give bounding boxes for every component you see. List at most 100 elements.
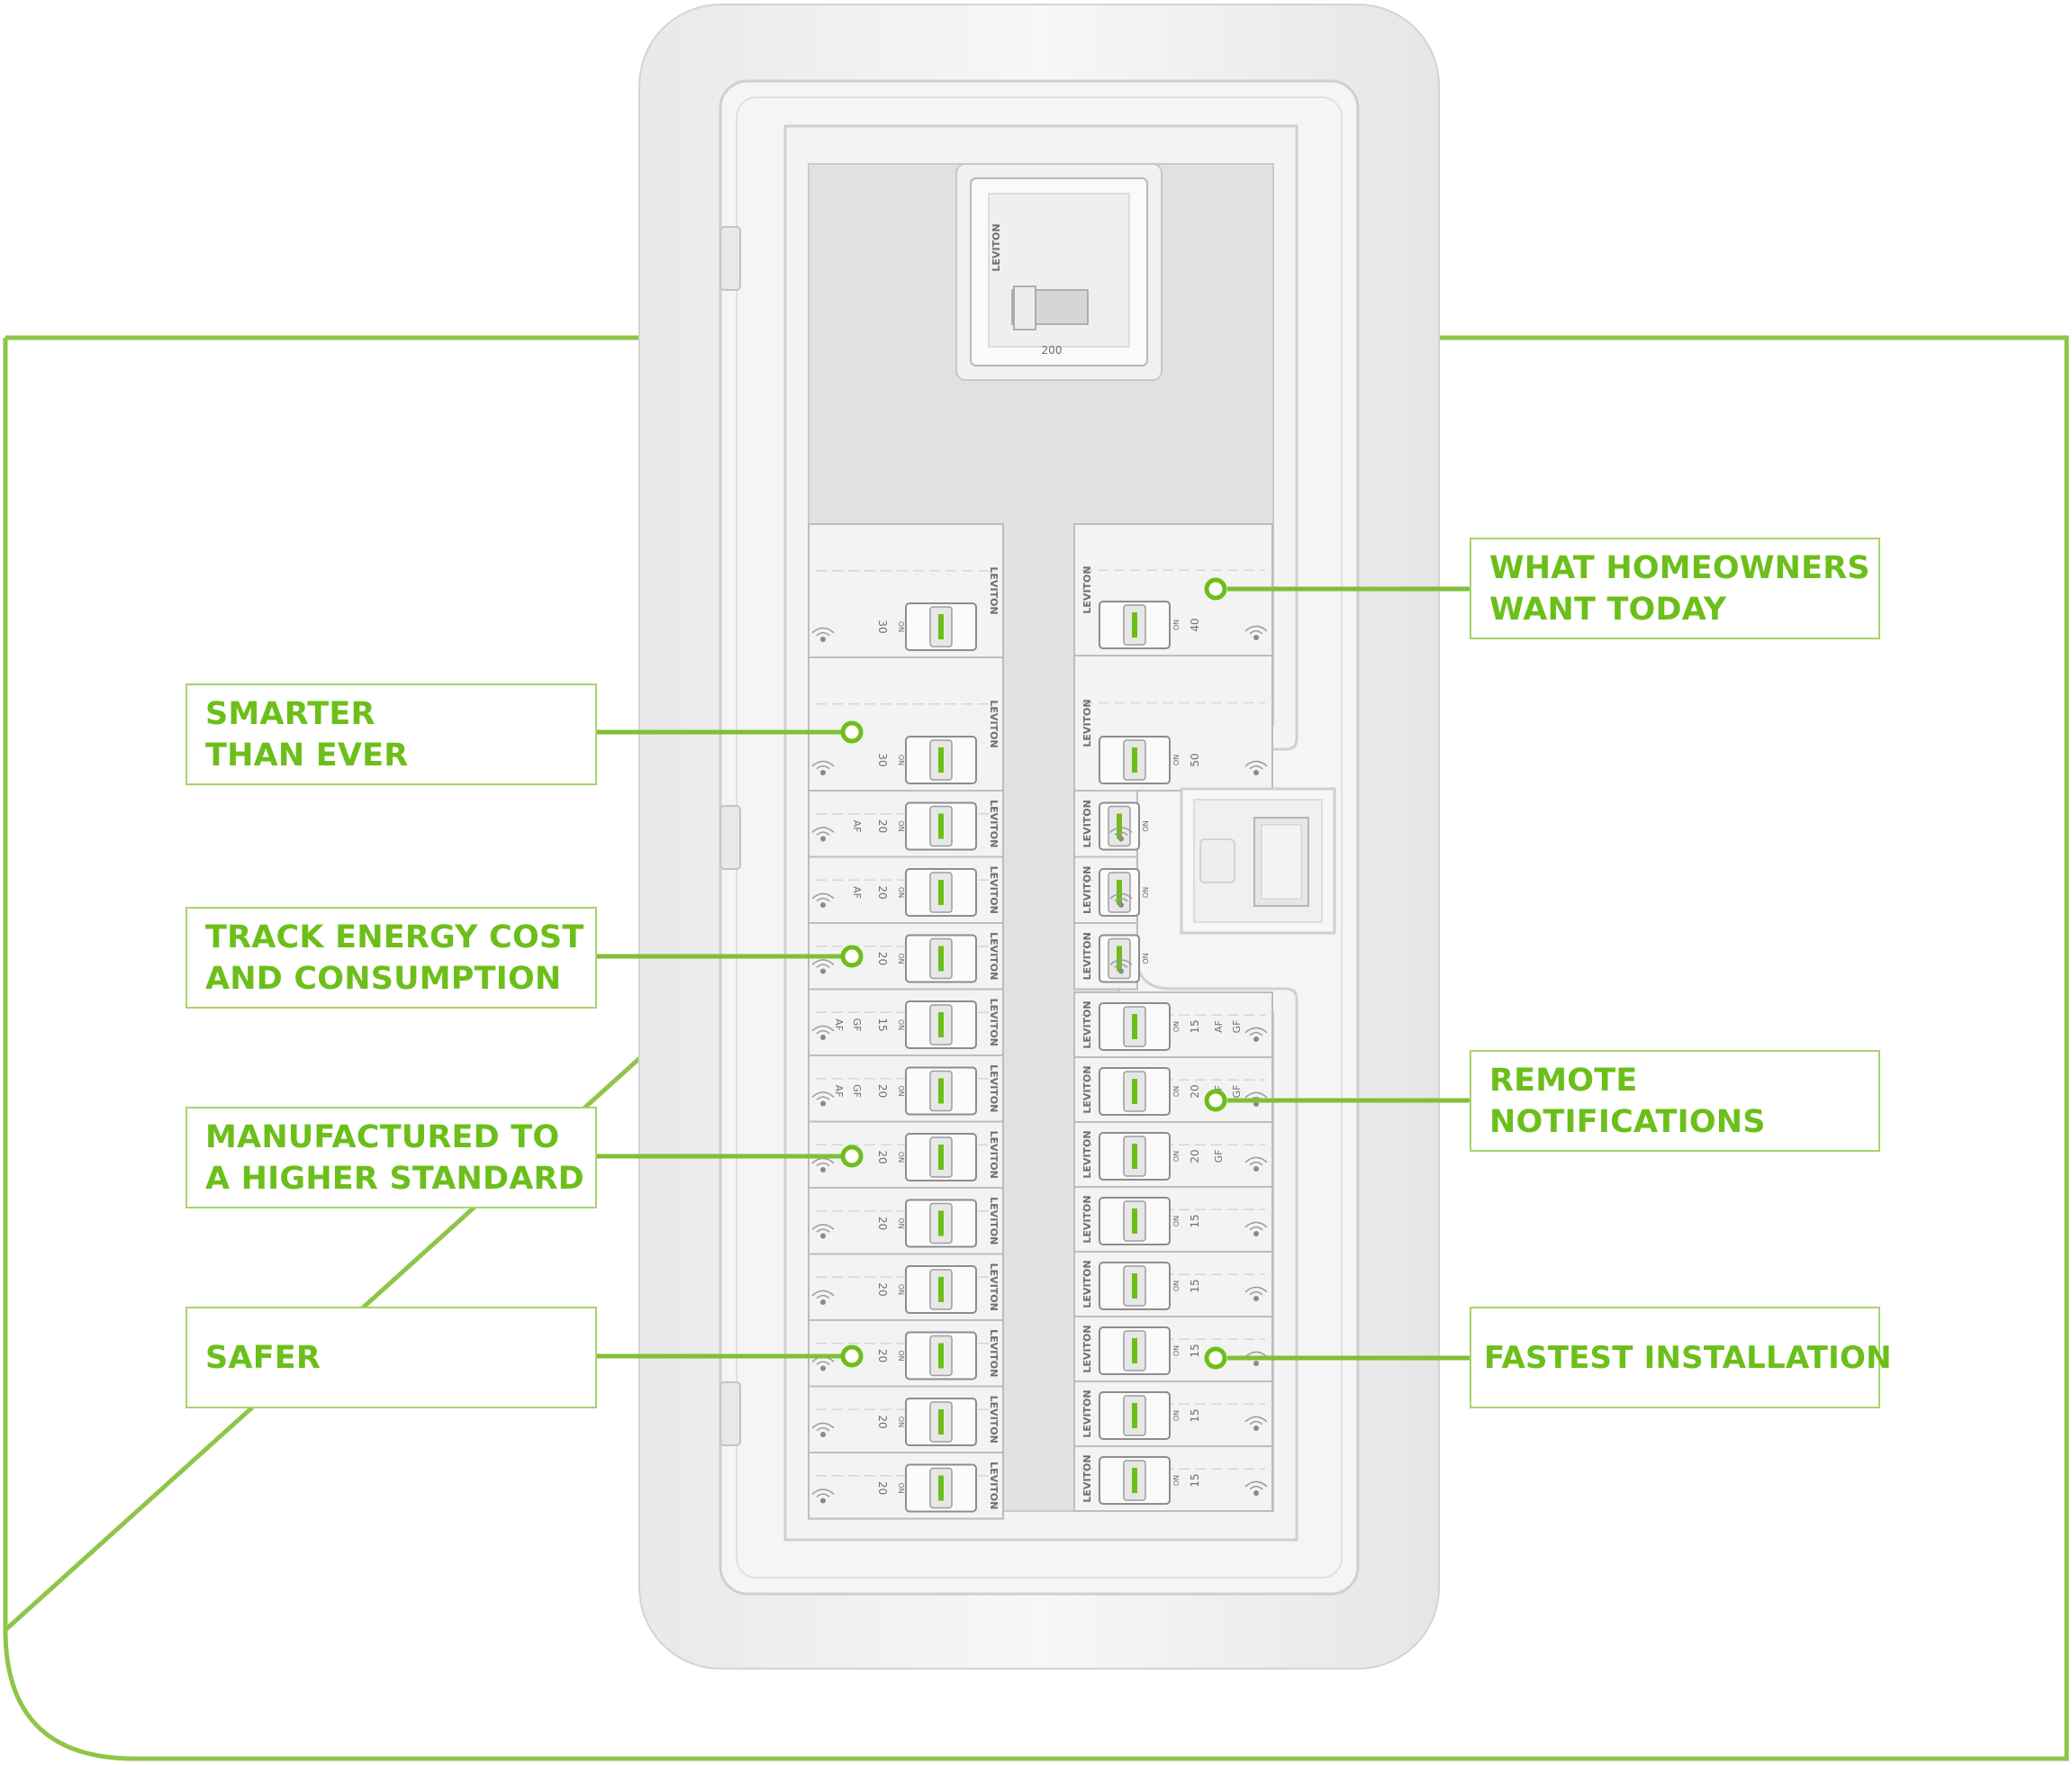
- callout-smarter-text: SMARTER THAN EVER: [205, 695, 409, 774]
- left-wireless-icon-6: [811, 1091, 835, 1107]
- left-wireless-icon-2: [811, 827, 835, 842]
- main-breaker-brand: LEVITON: [991, 223, 1002, 271]
- left-brand-12: LEVITON: [988, 1462, 1000, 1509]
- left-brand-8: LEVITON: [988, 1197, 1000, 1245]
- right-top-on-label-0: ON: [1172, 620, 1181, 630]
- right-bottom-brand-1: LEVITON: [1081, 1065, 1093, 1113]
- right-bottom-on-label-3: ON: [1172, 1216, 1181, 1226]
- right-mid-brand-2: LEVITON: [1081, 932, 1093, 980]
- right-bottom-wireless-icon-6: [1244, 1416, 1268, 1431]
- right-bottom-tag-1-1: GF: [1231, 1085, 1243, 1099]
- right-mid-status-light-1: [1117, 880, 1122, 905]
- right-mid-wireless-icon-2: [1109, 959, 1133, 974]
- left-rating-1: 30: [876, 753, 889, 766]
- left-breaker-column: LEVITONON30LEVITONON30LEVITONON20AFLEVIT…: [808, 523, 1004, 1520]
- left-rating-3: 20: [876, 885, 889, 899]
- main-breaker-rating: 200: [1042, 344, 1063, 357]
- left-tag-5-1: AF: [833, 1018, 845, 1031]
- right-bottom-brand-3: LEVITON: [1081, 1195, 1093, 1243]
- right-mid-status-light-0: [1117, 813, 1122, 839]
- left-brand-10: LEVITON: [988, 1329, 1000, 1377]
- left-on-label-4: ON: [897, 953, 905, 964]
- right-bottom-status-light-3: [1132, 1208, 1137, 1234]
- right-bottom-wireless-icon-0: [1244, 1027, 1268, 1042]
- right-bottom-breaker-1[interactable]: LEVITONON20AFGF: [1073, 1056, 1273, 1123]
- left-status-light-0: [938, 614, 944, 639]
- left-on-label-10: ON: [897, 1350, 905, 1361]
- right-bottom-brand-2: LEVITON: [1081, 1130, 1093, 1178]
- main-breaker: LEVITON 200: [955, 163, 1163, 381]
- left-rating-0: 30: [876, 620, 889, 633]
- right-top-status-light-1: [1132, 747, 1137, 773]
- left-status-light-2: [938, 813, 944, 839]
- right-mid-on-label-0: ON: [1142, 820, 1150, 831]
- right-bottom-brand-4: LEVITON: [1081, 1260, 1093, 1308]
- left-wireless-icon-8: [811, 1224, 835, 1239]
- left-rating-9: 20: [876, 1282, 889, 1296]
- left-tag-5-0: GF: [851, 1018, 863, 1032]
- left-brand-7: LEVITON: [988, 1131, 1000, 1179]
- left-on-label-3: ON: [897, 887, 905, 898]
- callout-dots: [840, 577, 1227, 1370]
- left-brand-0: LEVITON: [988, 566, 1000, 614]
- right-top-status-light-0: [1132, 612, 1137, 638]
- left-status-light-3: [938, 880, 944, 905]
- dot-safer: [840, 1344, 864, 1368]
- left-wireless-icon-0: [811, 627, 835, 642]
- callout-manufactured-text: MANUFACTURED TO A HIGHER STANDARD: [205, 1118, 584, 1197]
- callout-safer: SAFER: [185, 1307, 597, 1408]
- callout-fastest: FASTEST INSTALLATION: [1470, 1307, 1892, 1408]
- callout-safer-text: SAFER: [205, 1339, 321, 1376]
- right-bottom-status-light-6: [1132, 1403, 1137, 1428]
- dot-fastest: [1204, 1346, 1227, 1370]
- right-bottom-wireless-icon-4: [1244, 1286, 1268, 1301]
- left-status-light-5: [938, 1012, 944, 1037]
- callout-remote: REMOTE NOTIFICATIONS: [1470, 1050, 1880, 1152]
- right-bottom-rating-1: 20: [1189, 1084, 1201, 1098]
- right-bottom-wireless-icon-2: [1244, 1156, 1268, 1172]
- right-bottom-tag-0-1: GF: [1231, 1020, 1243, 1034]
- left-on-label-7: ON: [897, 1152, 905, 1163]
- right-bottom-on-label-2: ON: [1172, 1151, 1181, 1162]
- callout-connectors: [597, 586, 1470, 1361]
- left-status-light-1: [938, 747, 944, 773]
- callout-homeowners: WHAT HOMEOWNERS WANT TODAY: [1470, 538, 1880, 639]
- left-status-light-4: [938, 946, 944, 972]
- left-tag-3-0: AF: [851, 886, 863, 899]
- left-status-light-11: [938, 1409, 944, 1435]
- right-bottom-on-label-1: ON: [1172, 1086, 1181, 1097]
- right-bottom-wireless-icon-3: [1244, 1221, 1268, 1236]
- left-status-light-12: [938, 1475, 944, 1501]
- callout-manufactured: MANUFACTURED TO A HIGHER STANDARD: [185, 1107, 597, 1208]
- right-bottom-on-label-7: ON: [1172, 1475, 1181, 1486]
- right-bottom-on-label-6: ON: [1172, 1410, 1181, 1421]
- left-brand-9: LEVITON: [988, 1263, 1000, 1311]
- right-mid-brand-0: LEVITON: [1081, 800, 1093, 847]
- right-bottom-on-label-0: ON: [1172, 1021, 1181, 1032]
- right-bottom-status-light-0: [1132, 1014, 1137, 1039]
